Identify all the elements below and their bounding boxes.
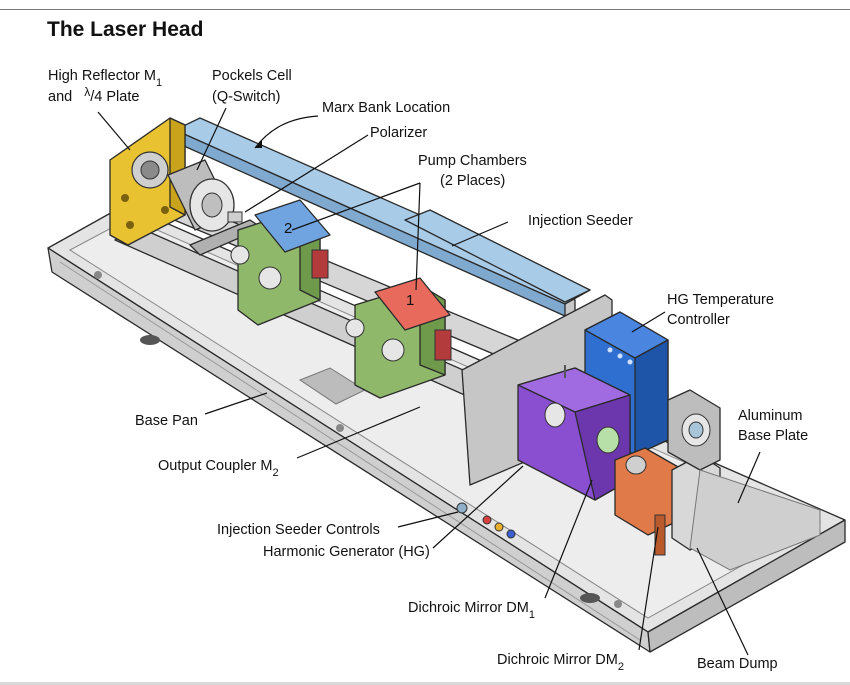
seeder-control-connectors [456,502,516,539]
label-marx-bank: Marx Bank Location [322,100,450,116]
dichroic-mirror-mount [614,447,681,556]
top-rule [0,9,850,10]
label-dichroic-2: Dichroic Mirror DM2 [497,652,624,673]
leader-lines [97,107,761,656]
label-output-coupler: Output Coupler M2 [158,458,279,479]
beam-dump-block [667,389,821,571]
label-hg-temperature: HG Temperature [667,292,774,308]
label-q-switch: (Q-Switch) [212,89,280,105]
label-base-pan: Base Pan [135,413,198,429]
figure-title: The Laser Head [47,18,204,41]
chamber-number-1: 1 [406,292,414,309]
label-quarter-wave-plate: and λ/4 Plate [48,85,139,105]
label-aluminum: Aluminum [738,408,802,424]
label-high-reflector: High Reflector M1 [48,68,162,89]
chamber-number-2: 2 [284,220,292,237]
label-pockels-cell: Pockels Cell [212,68,292,84]
label-hg-controller: Controller [667,312,730,328]
label-polarizer: Polarizer [370,125,427,141]
high-reflector-mount [109,117,186,246]
injection-seeder [174,117,591,317]
label-injection-controls: Injection Seeder Controls [217,522,380,538]
label-base-plate: Base Plate [738,428,808,444]
pump-chamber-1: 1 [345,277,452,399]
label-harmonic-generator: Harmonic Generator (HG) [263,544,430,560]
label-pump-chambers-count: (2 Places) [440,173,505,189]
label-beam-dump: Beam Dump [697,656,778,672]
bottom-rule [0,682,850,685]
callout-labels: High Reflector M1 and λ/4 Plate Pockels … [48,68,808,673]
label-pump-chambers: Pump Chambers [418,153,527,169]
label-dichroic-1: Dichroic Mirror DM1 [408,600,535,621]
label-injection-seeder: Injection Seeder [528,213,633,229]
pump-chamber-2: 2 [230,199,331,326]
